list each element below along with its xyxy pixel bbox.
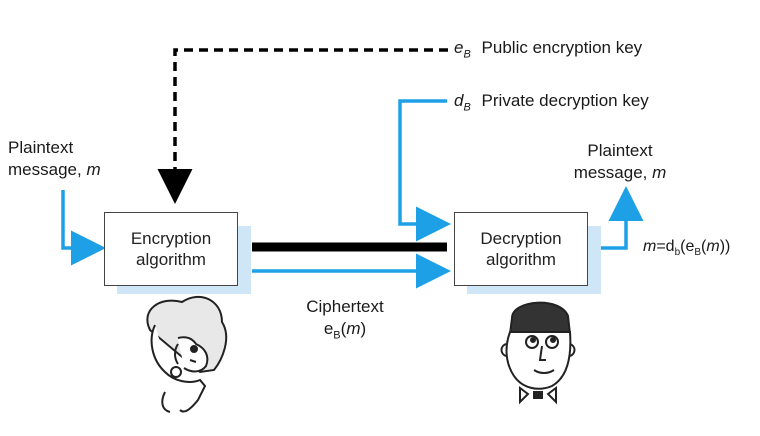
woman-portrait-icon: [146, 295, 228, 413]
plaintext-input-arrow: [61, 190, 106, 266]
ciphertext-close: ): [360, 319, 367, 338]
man-portrait-icon: [500, 301, 576, 405]
plaintext-input-label: Plaintext message, m: [8, 137, 118, 181]
ciphertext-var: m: [346, 319, 361, 338]
encryption-algorithm-box: Encryption algorithm: [104, 212, 238, 286]
public-key-dashed-arrow: [157, 48, 448, 204]
encryption-label-line2: algorithm: [136, 250, 206, 269]
private-key-subscript: B: [463, 101, 471, 114]
plaintext-input-var: m: [86, 160, 101, 179]
ciphertext-label: Ciphertext eB(m): [290, 296, 400, 346]
plaintext-output-var: m: [652, 163, 667, 182]
decryption-formula: m=db(eB(m)): [643, 236, 730, 264]
formula-close: )): [719, 238, 731, 255]
private-key-arrow: [398, 99, 451, 242]
plaintext-output-line2: message,: [573, 163, 648, 182]
ciphertext-line1: Ciphertext: [306, 297, 384, 316]
ciphertext-e: e: [323, 319, 334, 338]
public-key-label: eB Public encryption key: [454, 37, 642, 65]
formula-eq: =d: [656, 238, 675, 255]
plaintext-input-line1: Plaintext: [8, 138, 74, 157]
decryption-algorithm-box: Decryption algorithm: [454, 212, 588, 286]
formula-sub2: B: [694, 247, 702, 259]
plaintext-output-label: Plaintext message, m: [555, 140, 685, 184]
plaintext-input-line2: message,: [8, 160, 82, 179]
private-key-symbol: d: [454, 91, 464, 110]
ciphertext-open: (: [340, 319, 347, 338]
formula-inner: m: [706, 238, 720, 255]
private-key-text: Private decryption key: [481, 91, 649, 110]
encryption-label-line1: Encryption: [130, 229, 212, 248]
formula-m: m: [643, 238, 657, 255]
ciphertext-subscript: B: [333, 329, 341, 342]
formula-open2: (: [701, 238, 707, 255]
public-key-text: Public encryption key: [481, 38, 643, 57]
formula-sub1: b: [674, 247, 681, 259]
decryption-label-line1: Decryption: [480, 229, 562, 248]
plaintext-output-arrow: [596, 186, 644, 250]
private-key-label: dB Private decryption key: [454, 90, 649, 118]
public-key-symbol: e: [454, 38, 464, 57]
public-key-subscript: B: [463, 48, 471, 61]
decryption-label-line2: algorithm: [486, 250, 556, 269]
formula-open: (e: [680, 238, 695, 255]
plaintext-output-line1: Plaintext: [587, 141, 653, 160]
